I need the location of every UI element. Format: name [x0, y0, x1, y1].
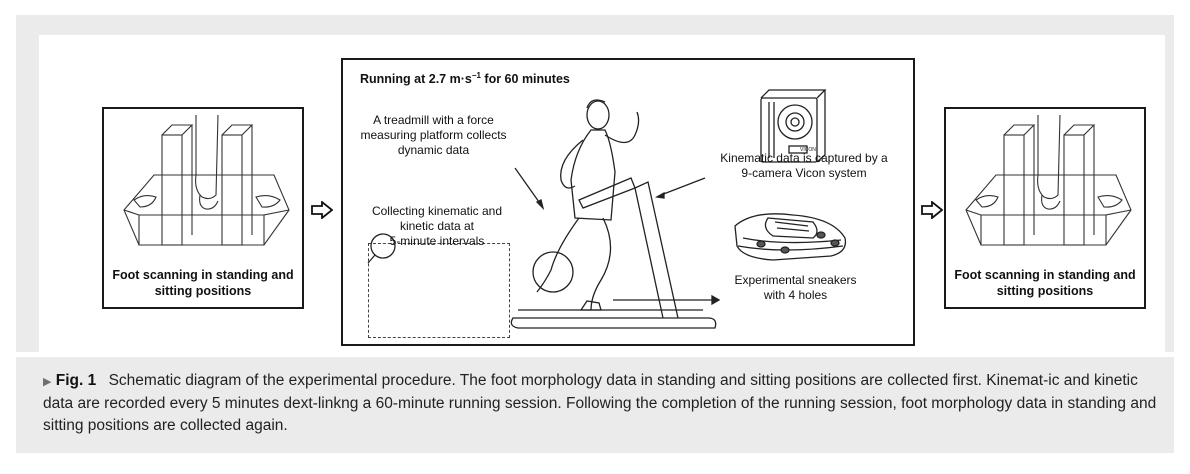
figure-panel: Foot scanning in standing and sitting po… — [16, 15, 1174, 353]
right-arrow-icon — [311, 201, 333, 219]
interval-label: Collecting kinematic and kinetic data at… — [371, 204, 503, 248]
sneakers-label: Experimental sneakers with 4 holes — [734, 273, 857, 302]
treadmill-label: A treadmill with a force measuring platf… — [360, 113, 507, 157]
foot-print-left — [133, 194, 157, 208]
running-session-box: Running at 2.7 m·s−1 for 60 minutes — [341, 58, 915, 346]
treadmill-runner-illustration: VICON — [367, 89, 847, 329]
foot-print-right — [255, 194, 281, 208]
right-arrow-icon — [921, 201, 943, 219]
runner-back-leg — [536, 217, 580, 293]
foot-scanner-illustration — [123, 115, 290, 246]
running-session-title: Running at 2.7 m·s−1 for 60 minutes — [360, 71, 570, 87]
caption-figure-label: Fig. 1 — [55, 372, 97, 389]
figure-caption: ▶ Fig. 1 Schematic diagram of the experi… — [16, 357, 1174, 453]
magnifier-icon — [370, 233, 396, 259]
runner-torso — [570, 129, 616, 221]
scanner-right-pillar — [221, 134, 243, 246]
caption-text-block: ▶ Fig. 1 Schematic diagram of the experi… — [43, 370, 1158, 437]
treadmill-deck — [510, 317, 717, 329]
foot-scan-box-before: Foot scanning in standing and sitting po… — [102, 107, 304, 309]
foot-scan-box-after: Foot scanning in standing and sitting po… — [944, 107, 1146, 309]
vicon-label: Kinematic data is captured by a 9-camera… — [720, 151, 888, 180]
foot-scanner-illustration — [965, 115, 1132, 246]
foot-scan-caption: Foot scanning in standing and sitting po… — [954, 268, 1136, 298]
interval-dashed-box — [368, 243, 510, 338]
vicon-camera-icon — [760, 89, 827, 163]
runner-front-leg — [590, 217, 612, 311]
shoe-highlight-circle — [532, 251, 574, 293]
treadmill-handlebar — [578, 177, 636, 209]
leg-outline — [195, 115, 219, 200]
sneaker-icon — [734, 213, 847, 261]
runner-head — [586, 100, 610, 130]
caption-body: Schematic diagram of the experimental pr… — [43, 372, 1157, 434]
vicon-brand-text: VICON — [800, 147, 816, 153]
foot-scan-caption: Foot scanning in standing and sitting po… — [112, 268, 294, 298]
scanner-left-pillar — [161, 134, 183, 246]
caption-triangle-icon: ▶ — [43, 376, 52, 388]
treadmill-upright — [634, 181, 679, 319]
figure-canvas: Foot scanning in standing and sitting po… — [39, 35, 1165, 353]
